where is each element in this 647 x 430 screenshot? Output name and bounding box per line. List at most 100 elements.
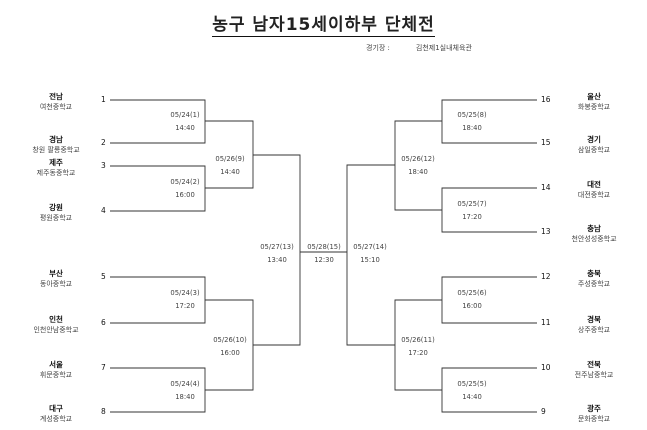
match-time: 12:30 — [314, 256, 334, 264]
bracket-line-m9 — [205, 120, 254, 189]
match-label-m15: 05/28(15)12:30 — [294, 241, 354, 267]
match-label-m10: 05/26(10) 16:00 — [200, 334, 260, 360]
team-region: 울산 — [587, 92, 601, 101]
team-region: 경북 — [587, 315, 601, 324]
match-date: 05/25(7) — [457, 200, 487, 208]
team-right-9: 광주 문화중학교 — [544, 403, 644, 425]
page-title: 농구 남자15세이하부 단체전 — [0, 10, 647, 37]
page-title-text: 농구 남자15세이하부 단체전 — [212, 15, 435, 37]
seed-number: 6 — [101, 318, 106, 327]
match-time: 14:40 — [220, 168, 240, 176]
team-left-3: 제주 제주동중학교 — [6, 157, 106, 179]
team-region: 대전 — [587, 180, 601, 189]
match-time: 15:10 — [360, 256, 380, 264]
match-date: 05/25(5) — [457, 380, 487, 388]
match-label-m11: 05/26(11) 17:20 — [388, 334, 448, 360]
bracket-line-m13 — [253, 154, 301, 346]
match-time: 14:40 — [462, 393, 482, 401]
match-label-m4: 05/24(4) 18:40 — [155, 378, 215, 404]
team-school: 여천중학교 — [39, 103, 73, 111]
team-school: 주성중학교 — [577, 280, 611, 288]
match-label-m5: 05/25(5) 14:40 — [442, 378, 502, 404]
match-time: 18:40 — [175, 393, 195, 401]
team-region: 전북 — [587, 360, 601, 369]
venue-value: 김천제1실내체육관 — [415, 44, 472, 52]
match-date: 05/26(10) — [213, 336, 247, 344]
match-time: 18:40 — [462, 124, 482, 132]
seed-number: 3 — [101, 161, 106, 170]
match-time: 17:20 — [175, 302, 195, 310]
match-label-m8: 05/25(8)18:40 — [442, 109, 502, 135]
team-region: 전남 — [49, 92, 63, 101]
team-school: 계성중학교 — [39, 415, 73, 423]
bracket-line-m8 — [441, 99, 537, 144]
team-right-13: 충남 천안성성중학교 — [544, 223, 644, 245]
team-region: 광주 — [587, 404, 601, 413]
venue-info: 경기장 : 김천제1실내체육관 — [366, 43, 472, 53]
match-date: 05/24(4) — [170, 380, 200, 388]
match-label-m9: 05/26(9) 14:40 — [200, 153, 260, 179]
match-label-m13: 05/27(13)13:40 — [247, 241, 307, 267]
team-left-7: 서울 휘문중학교 — [6, 359, 106, 381]
match-time: 16:00 — [220, 349, 240, 357]
team-region: 대구 — [49, 404, 63, 413]
match-date: 05/25(6) — [457, 289, 487, 297]
match-label-m1: 05/24(1)14:40 — [155, 109, 215, 135]
seed-number: 10 — [541, 363, 551, 372]
team-region: 경남 — [49, 135, 63, 144]
team-left-6: 인천 인천안남중학교 — [6, 314, 106, 336]
match-label-m12: 05/26(12) 18:40 — [388, 153, 448, 179]
match-time: 16:00 — [175, 191, 195, 199]
team-region: 충남 — [587, 224, 601, 233]
team-school: 대전중학교 — [577, 191, 611, 199]
match-date: 05/26(9) — [215, 155, 245, 163]
bracket-line-m12 — [394, 120, 442, 211]
seed-number: 9 — [541, 407, 546, 416]
match-label-m2: 05/24(2)16:00 — [155, 176, 215, 202]
match-date: 05/24(3) — [170, 289, 200, 297]
team-school: 천안성성중학교 — [571, 235, 617, 243]
match-date: 05/27(13) — [260, 243, 294, 251]
team-school: 인천안남중학교 — [33, 326, 79, 334]
seed-number: 15 — [541, 138, 551, 147]
team-right-14: 대전 대전중학교 — [544, 179, 644, 201]
seed-number: 11 — [541, 318, 551, 327]
team-left-1: 전남 여천중학교 — [6, 91, 106, 113]
team-right-11: 경북 상주중학교 — [544, 314, 644, 336]
team-left-8: 대구 계성중학교 — [6, 403, 106, 425]
team-school: 휘문중학교 — [39, 371, 73, 379]
match-label-m3: 05/24(3) 17:20 — [155, 287, 215, 313]
match-time: 17:20 — [462, 213, 482, 221]
team-region: 제주 — [49, 158, 63, 167]
team-left-2: 경남 창원 팔룡중학교 — [6, 134, 106, 156]
team-region: 경기 — [587, 135, 601, 144]
match-time: 17:20 — [408, 349, 428, 357]
team-right-12: 충북 주성중학교 — [544, 268, 644, 290]
team-school: 삼일중학교 — [577, 146, 611, 154]
match-label-m14: 05/27(14) 15:10 — [340, 241, 400, 267]
match-time: 14:40 — [175, 124, 195, 132]
bracket-line-m14 — [346, 164, 395, 346]
team-school: 제주동중학교 — [36, 169, 76, 177]
seed-number: 5 — [101, 272, 106, 281]
team-school: 상주중학교 — [577, 326, 611, 334]
seed-number: 1 — [101, 95, 106, 104]
team-left-5: 부산 동아중학교 — [6, 268, 106, 290]
match-label-m7: 05/25(7) 17:20 — [442, 198, 502, 224]
match-date: 05/26(11) — [401, 336, 435, 344]
seed-number: 16 — [541, 95, 551, 104]
match-label-m6: 05/25(6)16:00 — [442, 287, 502, 313]
match-date: 05/26(12) — [401, 155, 435, 163]
seed-number: 4 — [101, 206, 106, 215]
seed-number: 2 — [101, 138, 106, 147]
team-right-16: 울산 화봉중학교 — [544, 91, 644, 113]
venue-label: 경기장 : — [366, 44, 390, 52]
team-region: 강원 — [49, 203, 63, 212]
team-school: 창원 팔룡중학교 — [32, 146, 80, 154]
team-school: 문화중학교 — [577, 415, 611, 423]
match-date: 05/27(14) — [353, 243, 387, 251]
team-school: 동아중학교 — [39, 280, 73, 288]
team-region: 인천 — [49, 315, 63, 324]
match-time: 18:40 — [408, 168, 428, 176]
